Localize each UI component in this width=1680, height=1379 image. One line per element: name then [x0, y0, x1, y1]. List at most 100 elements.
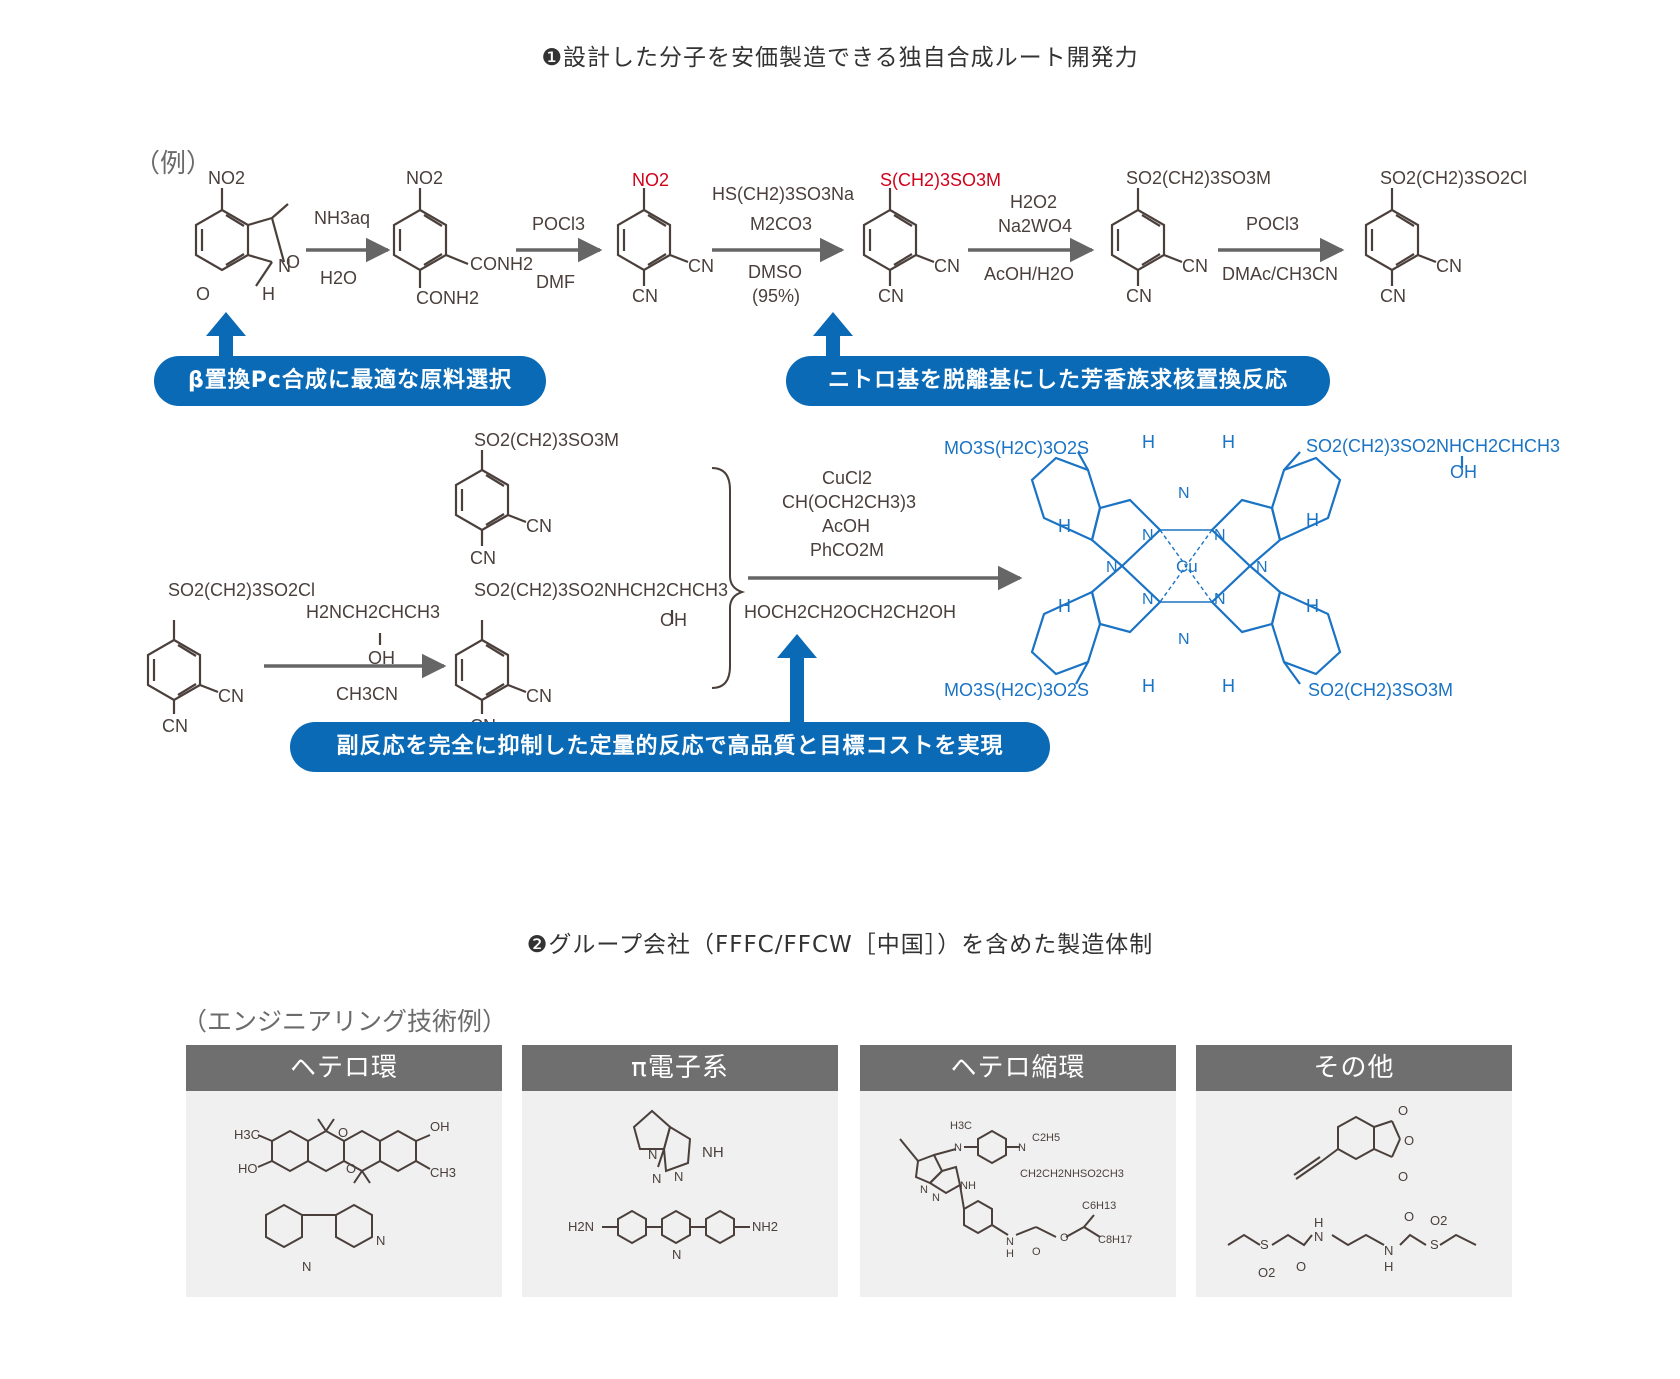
c4-h2: H [1384, 1259, 1393, 1274]
card-heterocycle: ヘテロ環 H3C HO OH CH3 O O N N [186, 1045, 502, 1297]
s5-cn1: CN [1182, 256, 1208, 276]
structure-sulfonyl-chloride [1364, 188, 1437, 286]
c3-c6: C6H13 [1082, 1200, 1116, 1212]
s3-no2: NO2 [632, 170, 669, 190]
r2-top-sub: SO2(CH2)3SO3M [474, 430, 619, 450]
c2-npy: N [672, 1247, 681, 1262]
s6-sub: SO2(CH2)3SO2Cl [1380, 168, 1527, 188]
r2-top-cn1: CN [526, 516, 552, 536]
card-title: ヘテロ環 [186, 1045, 502, 1091]
s1-no2: NO2 [208, 168, 245, 188]
structure-mid-sulfonamide [454, 610, 674, 714]
cond-diethylene-glycol: HOCH2CH2OCH2CH2OH [744, 602, 956, 622]
r5-top: POCl3 [1246, 214, 1299, 234]
c4-o3: O [1398, 1169, 1408, 1184]
c4-o2: O [1404, 1133, 1414, 1148]
reagent-brace [711, 467, 746, 689]
pc-sub-bottomright: SO2(CH2)3SO3M [1308, 680, 1453, 700]
pc-n2: N [1214, 527, 1226, 544]
c1-o1: O [338, 1125, 348, 1140]
structure-top-sulfonate [454, 450, 527, 546]
c4-o2b: O2 [1430, 1213, 1447, 1228]
r5-bot: DMAc/CH3CN [1222, 264, 1338, 284]
card-heterocycle-structures: H3C HO OH CH3 O O N N [234, 1118, 456, 1274]
section1-heading: ❶設計した分子を安価製造できる独自合成ルート開発力 [541, 45, 1139, 71]
c3-c2h5: C2H5 [1032, 1132, 1060, 1144]
s1-h: H [262, 284, 275, 304]
card-fused-heterocycle: ヘテロ縮環 H3C C2H5 CH2CH2NHSO2CH3 N N NH [860, 1045, 1176, 1297]
c4-ob: O [1404, 1209, 1414, 1224]
c3-o2: O [1060, 1232, 1069, 1244]
card-title: ヘテロ縮環 [860, 1045, 1176, 1091]
s3-cn2: CN [632, 286, 658, 306]
structure-nitrophthalimide [194, 188, 289, 287]
r2-mid-cn1: CN [526, 686, 552, 706]
c3-h3c: H3C [950, 1120, 972, 1132]
s5-sub: SO2(CH2)3SO3M [1126, 168, 1271, 188]
pc-h2: H [1222, 432, 1235, 452]
s6-cn2: CN [1380, 286, 1406, 306]
c2-n2: N [652, 1171, 661, 1186]
r1-top: NH3aq [314, 208, 370, 228]
r1-bot: H2O [320, 268, 357, 288]
pc-n6: N [1178, 631, 1190, 648]
structure-nitrophthalonitrile [616, 188, 689, 286]
s4-cn2: CN [878, 286, 904, 306]
c4-o1: O [1398, 1103, 1408, 1118]
pc-sub-topright: SO2(CH2)3SO2NHCH2CHCH3 [1306, 436, 1560, 456]
card-others-structures: O O O S S O2 O2 H H N N O O [1227, 1103, 1477, 1280]
r2-left-cn1: CN [218, 686, 244, 706]
c3-chain: CH2CH2NHSO2CH3 [1020, 1168, 1124, 1180]
r2-amine-oh: OH [368, 648, 395, 668]
section2-heading: ❷グループ会社（FFFC/FFCW［中国］）を含めた製造体制 [526, 932, 1154, 958]
pc-n5: N [1178, 485, 1190, 502]
r2-left-cn2: CN [162, 716, 188, 736]
c3-o1: O [1032, 1246, 1041, 1258]
c1-h3c: H3C [234, 1127, 260, 1142]
c4-h1: H [1314, 1215, 1323, 1230]
pc-h1: H [1142, 432, 1155, 452]
r3-bot2: (95%) [752, 286, 800, 306]
pc-sub-topleft: MO3S(H2C)3O2S [944, 438, 1089, 458]
pc-n4: N [1214, 591, 1226, 608]
r2-mid-oh: OH [660, 610, 687, 630]
card-title: その他 [1196, 1045, 1512, 1091]
c2-h2n: H2N [568, 1219, 594, 1234]
c3-n1: N [954, 1142, 962, 1154]
pc-n8: N [1256, 559, 1268, 576]
c2-n3: N [674, 1169, 683, 1184]
c4-s2: S [1430, 1237, 1439, 1252]
s1-n: N [278, 256, 291, 276]
callout-quantitative-reaction: 副反応を完全に抑制した定量的反応で高品質と目標コストを実現 [290, 722, 1050, 772]
cond-phco2m: PhCO2M [810, 540, 884, 560]
c1-ho: HO [238, 1161, 258, 1176]
pc-h8: H [1222, 676, 1235, 696]
pc-h5: H [1058, 596, 1071, 616]
blue-arrow-stem-3 [790, 652, 804, 730]
c3-amide-n: N [1006, 1236, 1014, 1248]
r3-top1: HS(CH2)3SO3Na [712, 184, 855, 204]
synthesis-route-diagram: NO2 N H O O NH3aq H2O NO2 CONH2 CONH2 PO… [146, 168, 1560, 736]
s4-cn1: CN [934, 256, 960, 276]
s1-o2: O [196, 284, 210, 304]
s2-conh2b: CONH2 [416, 288, 479, 308]
engineering-example-label: （エンジニアリング技術例） [182, 1007, 508, 1036]
c2-nh: NH [702, 1144, 724, 1161]
pc-cu: Cu [1176, 557, 1198, 576]
pc-sub-bottomleft: MO3S(H2C)3O2S [944, 680, 1089, 700]
c3-n2: N [1018, 1142, 1026, 1154]
blue-arrow-head-2 [813, 312, 853, 336]
pc-n3: N [1142, 591, 1154, 608]
c4-o2a: O2 [1258, 1265, 1275, 1280]
callout-beta-substitution: β置換Pc合成に最適な原料選択 [154, 356, 546, 406]
c3-n3: N [920, 1184, 928, 1196]
card-title: π電子系 [522, 1045, 838, 1091]
pc-sub-topright-oh: OH [1450, 462, 1477, 482]
c2-nh2: NH2 [752, 1219, 778, 1234]
c1-ch3: CH3 [430, 1165, 456, 1180]
card-pi-electron-structures: NH N N N H2N NH2 N [568, 1109, 778, 1262]
c1-o2: O [346, 1161, 356, 1176]
c4-s1: S [1260, 1237, 1269, 1252]
blue-arrow-head-1 [206, 312, 246, 336]
card-fused-heterocycle-structures: H3C C2H5 CH2CH2NHSO2CH3 N N NH N N N H O… [899, 1120, 1132, 1260]
